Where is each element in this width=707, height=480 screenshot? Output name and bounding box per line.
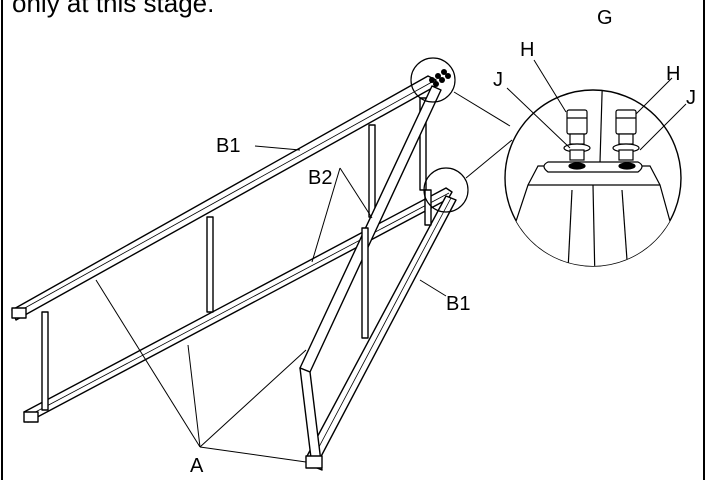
rung-6 bbox=[424, 189, 432, 226]
leader-a-2 bbox=[187, 344, 201, 448]
label-a: A bbox=[190, 455, 204, 477]
leader-h-left bbox=[533, 59, 567, 113]
rung-4 bbox=[419, 97, 427, 191]
instruction-caption: only at this stage. bbox=[12, 0, 215, 18]
label-b1-top: B1 bbox=[216, 135, 241, 157]
leader-b1-top bbox=[254, 145, 301, 151]
label-j-left: J bbox=[493, 69, 503, 91]
callout-circle-top bbox=[410, 57, 456, 103]
label-b1-bottom: B1 bbox=[446, 293, 471, 315]
rail-front bbox=[299, 367, 323, 471]
rung-3 bbox=[368, 124, 376, 218]
leader-j-right bbox=[639, 103, 687, 151]
apex-bolts bbox=[429, 69, 451, 87]
callout-circle-bottom bbox=[423, 167, 469, 213]
label-h-left: H bbox=[520, 39, 535, 61]
leader-h-right bbox=[635, 77, 673, 115]
leader-b2-b bbox=[311, 167, 341, 263]
foot-bottom-right bbox=[305, 455, 323, 469]
leader-j-left bbox=[506, 87, 571, 149]
label-j-right: J bbox=[686, 87, 696, 109]
foot-left bbox=[11, 307, 27, 319]
leader-a-4 bbox=[199, 446, 307, 463]
leader-b1-bottom bbox=[419, 279, 447, 297]
foot-bottom-left bbox=[23, 411, 39, 423]
leader-a-1 bbox=[95, 279, 201, 448]
leader-a-3 bbox=[199, 349, 307, 448]
label-h-right: H bbox=[666, 63, 681, 85]
leader-b2-a bbox=[339, 167, 373, 219]
rung-1 bbox=[41, 311, 49, 411]
label-b2: B2 bbox=[308, 167, 333, 189]
label-g: G bbox=[597, 7, 613, 29]
rung-5 bbox=[361, 227, 369, 339]
rung-2 bbox=[206, 216, 214, 313]
